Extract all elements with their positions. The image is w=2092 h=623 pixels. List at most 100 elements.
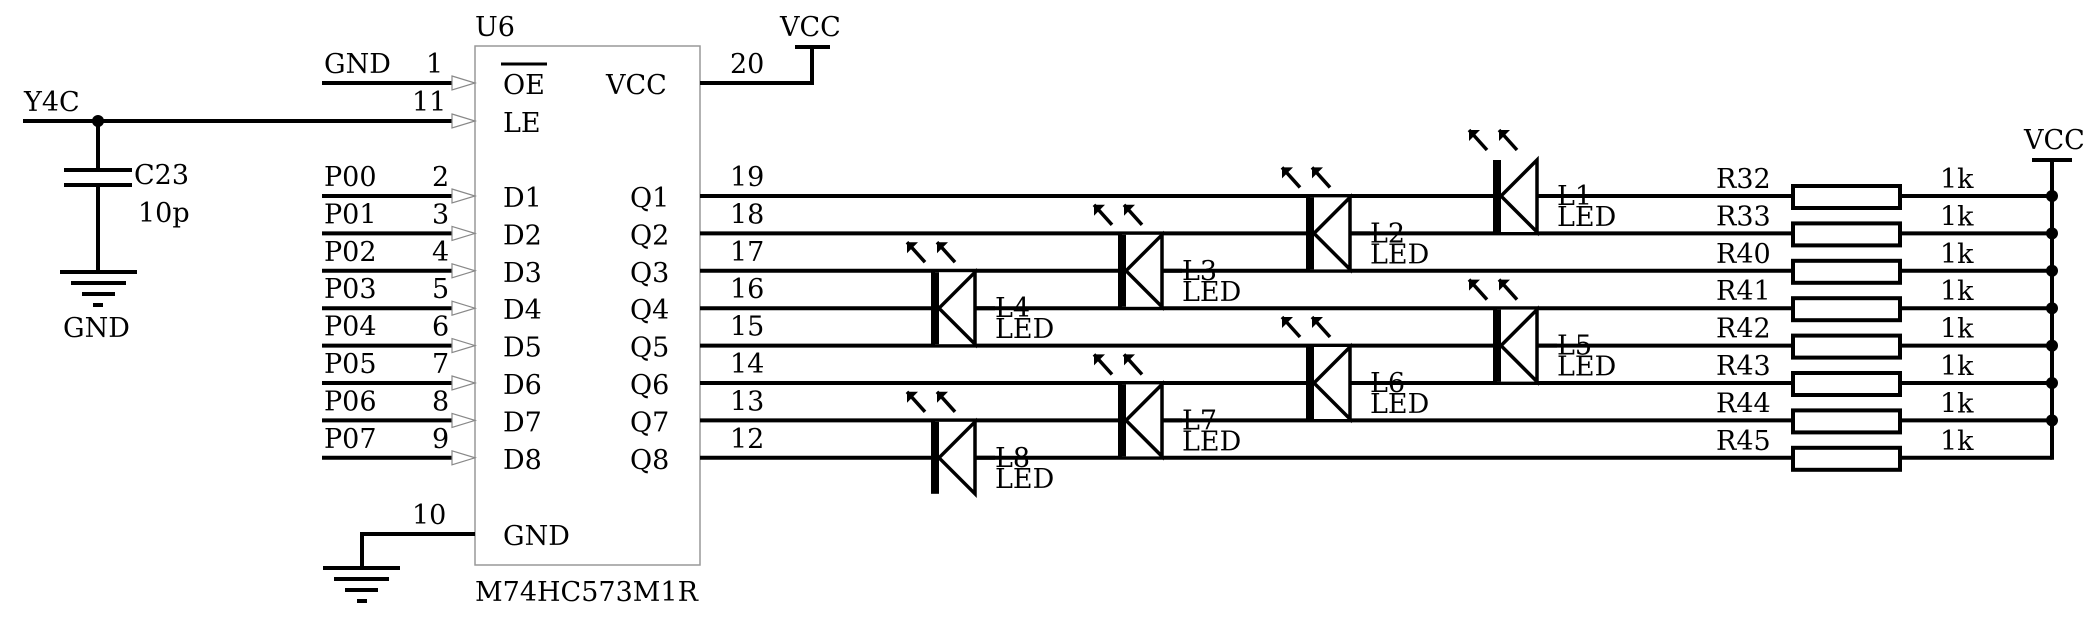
resistor-ref-label: R41	[1716, 276, 1771, 307]
resistor-value-label: 1k	[1940, 239, 1974, 270]
cap-ref-label: C23	[134, 160, 189, 191]
pin-number: 3	[432, 199, 449, 230]
led-anode-triangle	[936, 267, 977, 349]
pin-arrow	[451, 375, 478, 391]
net-label: P06	[324, 386, 377, 417]
pin-arrow	[451, 337, 478, 354]
rail-vcc-label: VCC	[2023, 125, 2085, 156]
pin-name: Q3	[630, 258, 669, 289]
input-pin-d2: P01 3D2	[322, 199, 542, 251]
led-anode-triangle	[1123, 380, 1164, 461]
led-ref-label: L8	[995, 443, 1030, 474]
pin-number-vcc: 20	[730, 49, 764, 80]
vcc-net-label: VCC	[779, 12, 841, 43]
output-net-q2: Q2 18	[630, 199, 2058, 251]
resistor-body	[1791, 296, 1902, 323]
pin-number-le: 11	[412, 87, 446, 118]
pin-name: D4	[503, 295, 542, 326]
pin-name: Q8	[630, 445, 669, 476]
pin-name: Q6	[630, 370, 669, 401]
pin-name: D2	[503, 220, 542, 251]
pin-number: 2	[432, 162, 449, 193]
pin-name: D1	[503, 183, 542, 214]
pin-gnd: 10	[323, 500, 475, 603]
pin-arrow	[451, 300, 478, 317]
pin-name-gnd: GND	[503, 521, 570, 552]
resistor-body	[1791, 221, 1902, 248]
pin-number: 5	[432, 274, 449, 305]
resistor-ref-label: R33	[1716, 201, 1771, 232]
pin-name: Q2	[630, 220, 669, 251]
pullup-rail: VCC	[2023, 125, 2085, 460]
pin-name-le: LE	[503, 108, 541, 139]
pin-number: 7	[432, 349, 449, 380]
led-ref-label: L1	[1557, 181, 1592, 212]
pin-number: 12	[730, 424, 764, 455]
ground-label: GND	[63, 313, 130, 344]
led-anode-triangle	[936, 417, 977, 499]
pin-arrow	[451, 449, 478, 466]
net-label: P05	[324, 349, 377, 380]
net-label: P00	[324, 162, 377, 193]
resistor-value-label: 1k	[1940, 314, 1974, 345]
resistor-ref-label: R32	[1716, 164, 1771, 195]
pin-arrow-le	[451, 113, 478, 129]
chip-u6[interactable]: U6 M74HC573M1R OE LE VCC GND	[474, 12, 701, 608]
capacitor-c23[interactable]: C23 10p GND	[60, 121, 190, 344]
ground-icon	[60, 270, 137, 307]
light-emission-icon	[1467, 128, 1519, 152]
pin-number: 18	[730, 199, 764, 230]
chip-body	[474, 45, 701, 566]
input-pin-d4: P03 5D4	[322, 274, 542, 326]
led-type-label: LED	[1182, 426, 1241, 457]
led-ref-label: L7	[1182, 405, 1217, 436]
pin-number: 17	[730, 237, 764, 268]
resistor-r33[interactable]: R33 1k	[1716, 201, 1974, 248]
pin-arrow	[451, 225, 478, 242]
wire-gnd	[360, 532, 475, 568]
wire-vcc	[700, 47, 814, 85]
net-label: P03	[324, 274, 377, 305]
resistor-body	[1791, 258, 1902, 285]
pin-number-oe: 1	[426, 49, 443, 80]
led-ref-label: L2	[1370, 218, 1405, 249]
pin-name: Q1	[630, 183, 669, 214]
light-emission-icon	[1092, 353, 1144, 376]
resistor-value-label: 1k	[1940, 201, 1974, 232]
net-label: P07	[324, 424, 377, 455]
resistor-body	[1791, 333, 1902, 360]
led-body	[1310, 347, 1350, 419]
pin-vcc: VCC 20	[700, 12, 841, 85]
resistor-ref-label: R44	[1716, 388, 1771, 419]
led-anode-triangle	[1311, 342, 1352, 424]
led-body	[935, 272, 975, 345]
led-type-label: LED	[1370, 389, 1429, 420]
resistor-body	[1791, 445, 1902, 472]
led-cathode-bar	[1306, 347, 1314, 419]
net-label: P01	[324, 199, 377, 230]
led-cathode-bar	[1118, 384, 1126, 457]
net-label-y4c: Y4C	[23, 87, 80, 118]
pin-number: 19	[730, 162, 764, 193]
led-type-label: LED	[1557, 352, 1616, 383]
